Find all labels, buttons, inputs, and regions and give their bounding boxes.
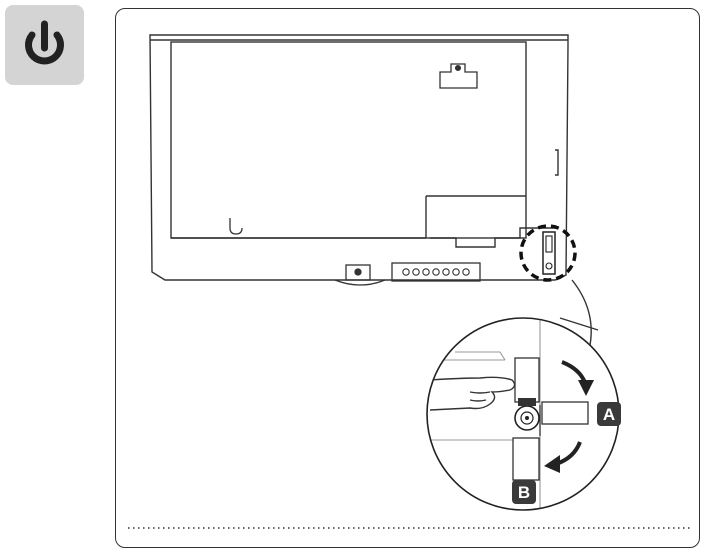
- tv-rear-diagram: A B: [128, 34, 692, 529]
- badge-a-label: A: [603, 405, 615, 424]
- callout-connector: [571, 279, 592, 346]
- power-icon-tile: [5, 5, 84, 85]
- joystick-location: [519, 224, 577, 282]
- port-strip: [391, 262, 481, 282]
- highlight-circle: [519, 224, 577, 282]
- tv-back-panel: [149, 34, 569, 281]
- bottom-stand: [334, 264, 386, 286]
- hand-illustration: [429, 376, 516, 411]
- joystick-knob: [514, 398, 540, 431]
- power-icon: [25, 20, 64, 65]
- zoom-detail: [427, 318, 619, 510]
- badge-a: [597, 402, 621, 426]
- top-mount-tab: [439, 63, 478, 89]
- badge-b: [512, 480, 536, 504]
- shelf-hook: [229, 218, 243, 235]
- badge-b-label: B: [518, 483, 530, 502]
